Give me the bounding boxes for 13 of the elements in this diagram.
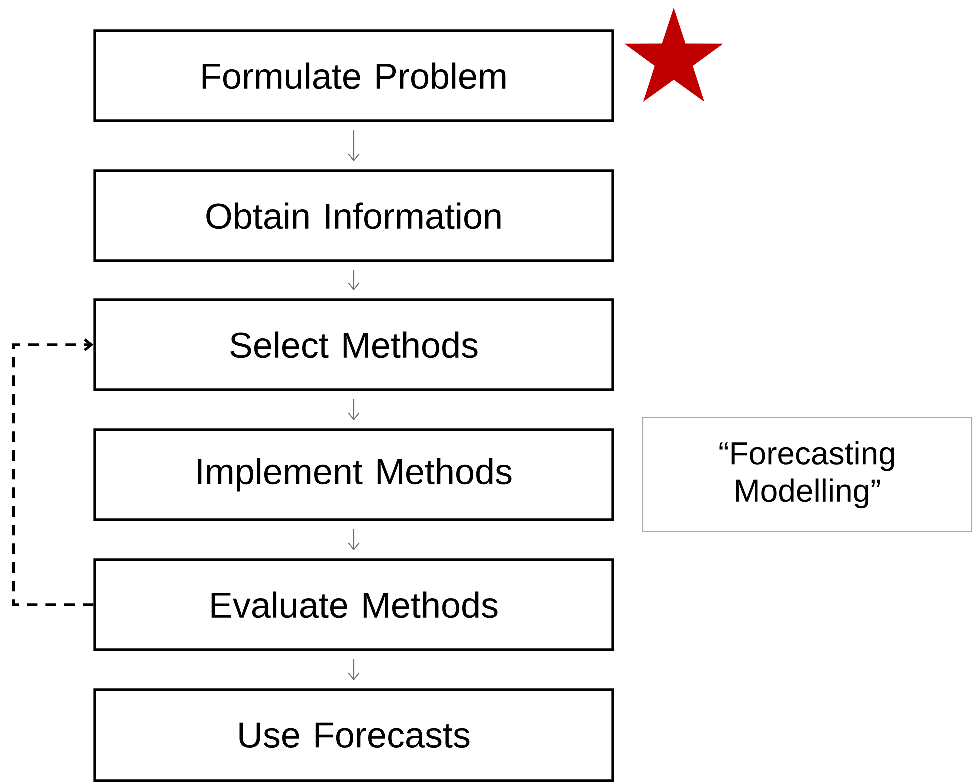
process-box: Formulate Problem	[94, 30, 614, 122]
arrow	[348, 529, 360, 551]
process-box: Obtain Information	[94, 170, 614, 262]
process-box: Select Methods	[94, 298, 614, 392]
arrow	[348, 659, 360, 681]
process-box: Evaluate Methods	[94, 558, 614, 652]
arrow	[348, 130, 360, 162]
process-box: Use Forecasts	[94, 688, 614, 782]
arrow	[348, 399, 360, 421]
arrow	[348, 270, 360, 291]
process-box: Implement Methods	[94, 428, 614, 522]
feedback-arrow	[12, 338, 94, 606]
note-box: “Forecasting Modelling”	[642, 417, 973, 533]
